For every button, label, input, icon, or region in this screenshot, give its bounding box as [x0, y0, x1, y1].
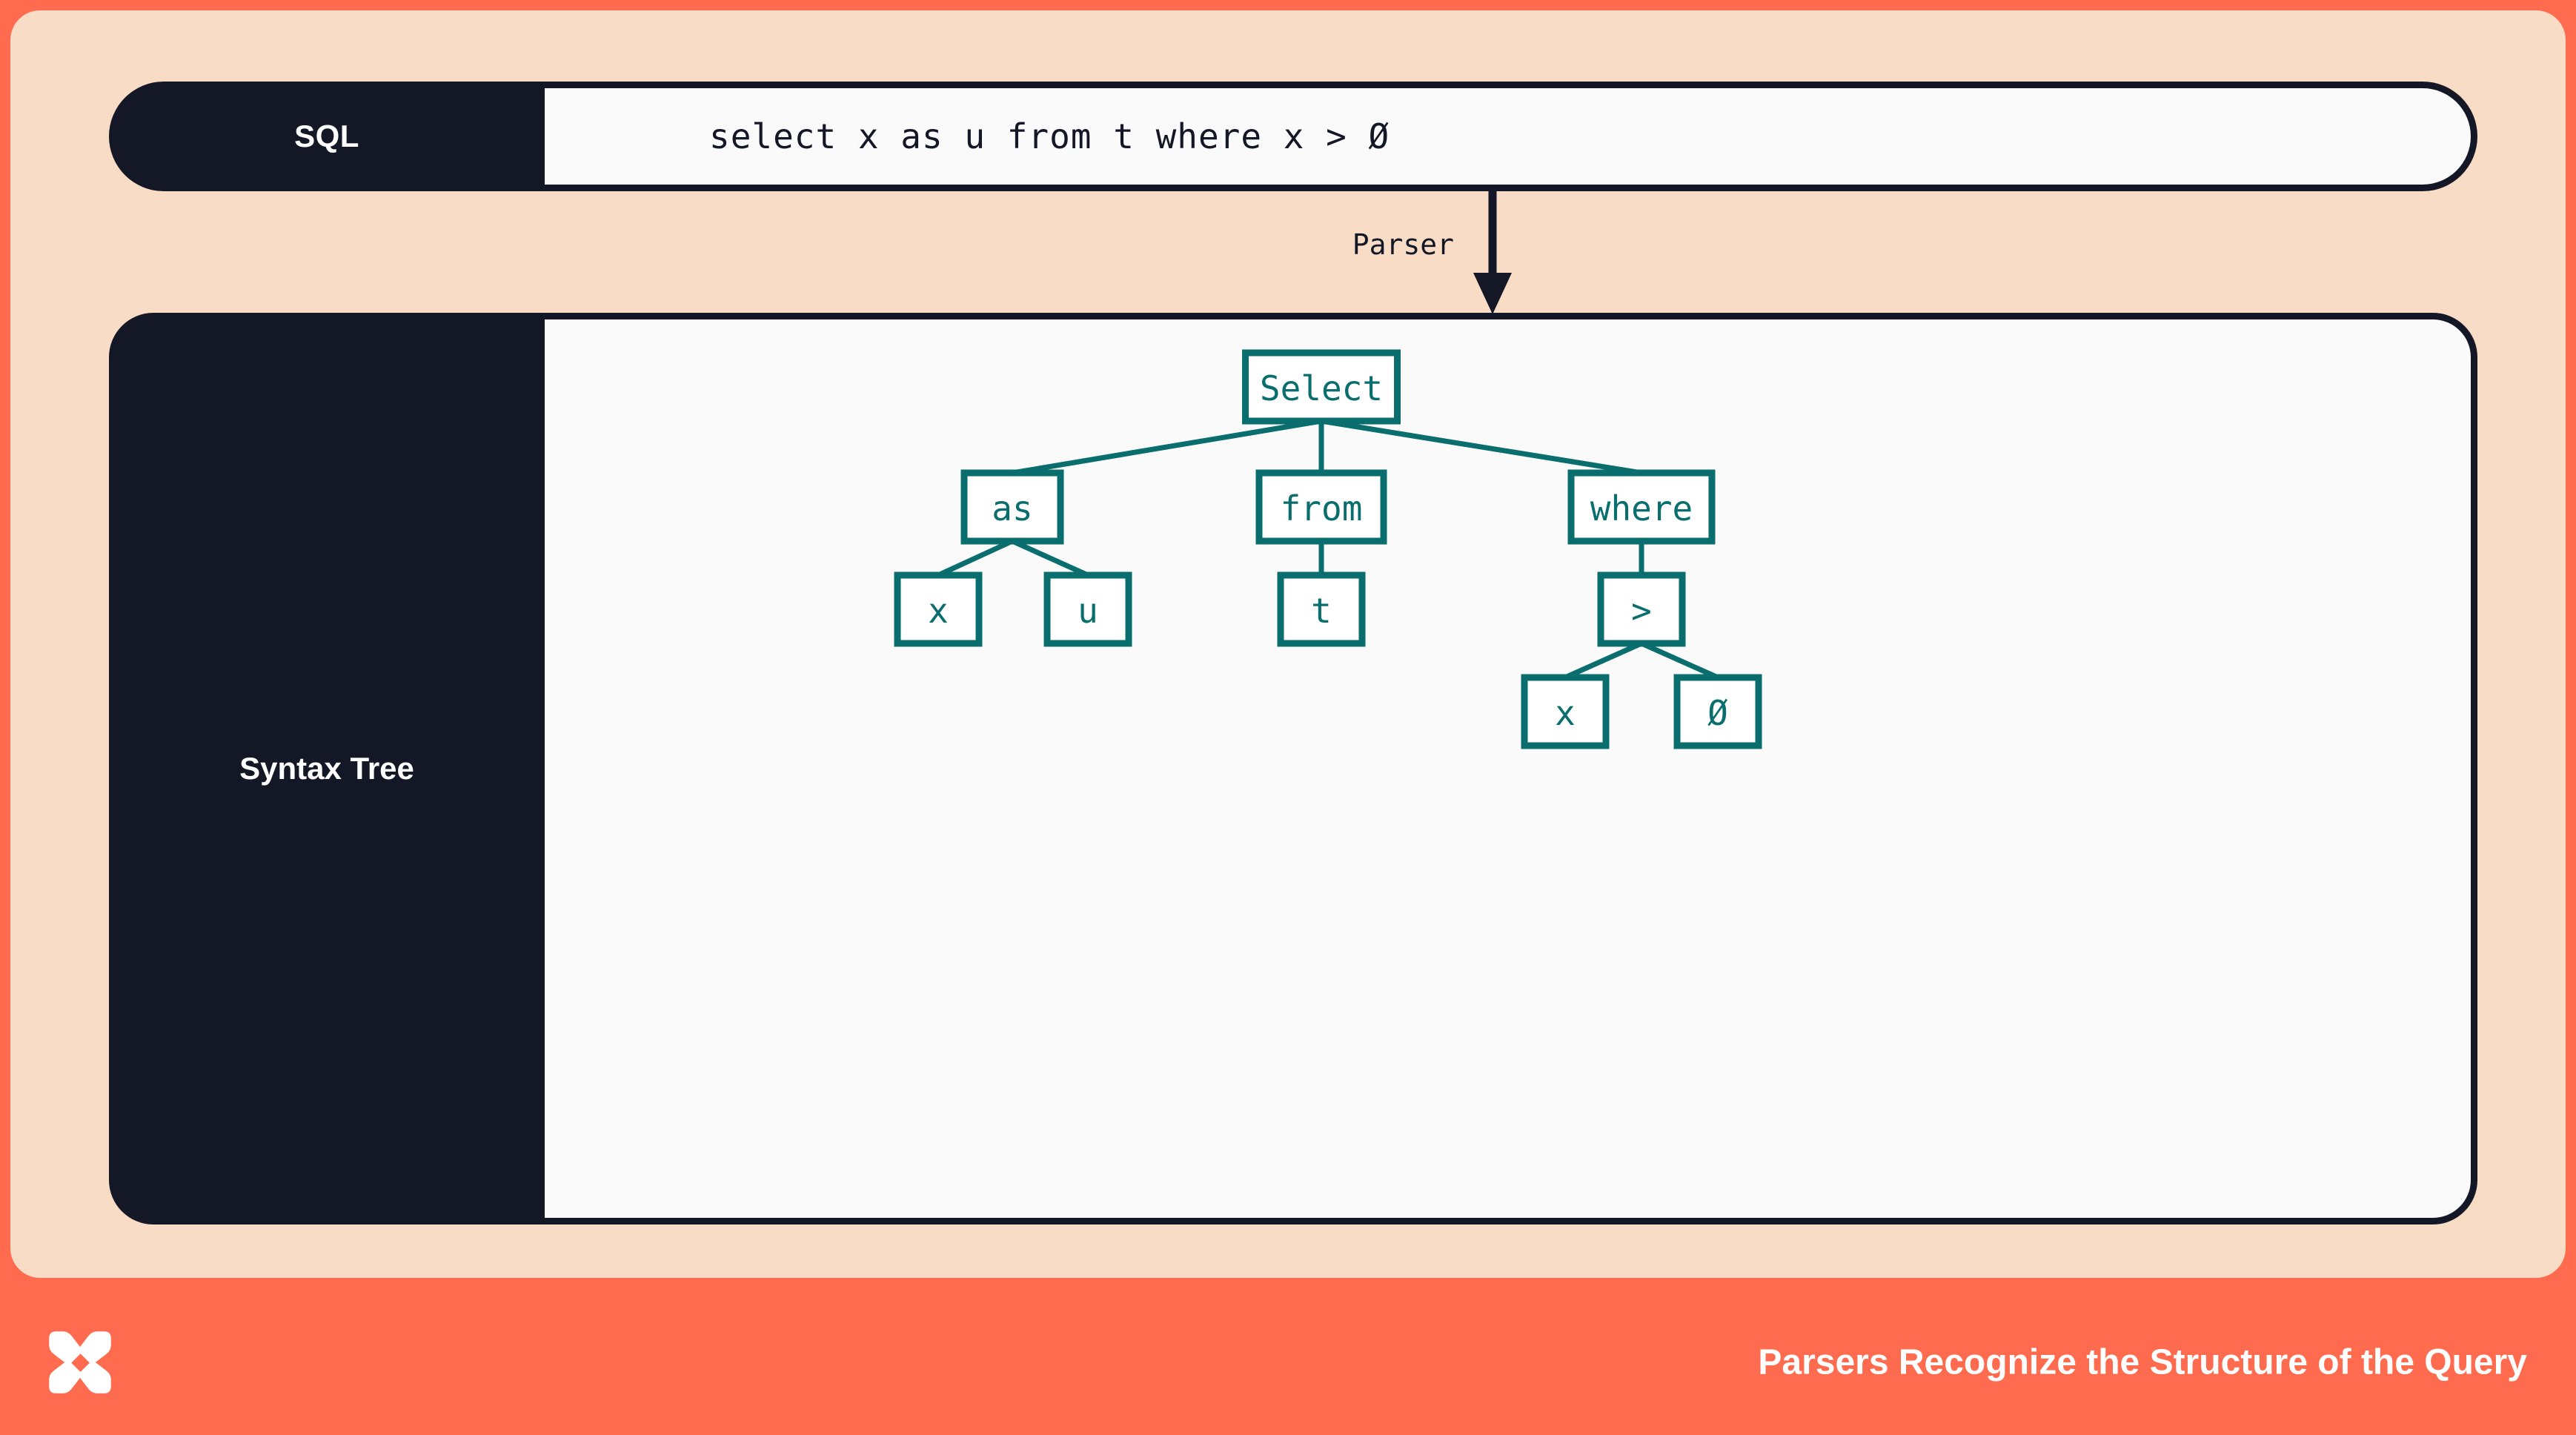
tree-node[interactable]: x	[1521, 674, 1610, 749]
tree-node[interactable]: as	[960, 469, 1064, 545]
sql-label-pill: SQL	[109, 82, 545, 191]
tree-node-box	[894, 571, 983, 647]
tree-edge	[1012, 418, 1322, 476]
tree-edge	[1321, 418, 1642, 476]
tree-edge	[937, 538, 1014, 578]
sql-query-value: select x as u from t where x > Ø	[709, 116, 1390, 156]
parser-transition: Parser	[1300, 191, 1611, 316]
tree-node-box	[1277, 571, 1366, 647]
tree-node[interactable]: x	[894, 571, 983, 647]
tree-node-label: >	[1631, 591, 1652, 631]
tree-node-label: where	[1590, 488, 1693, 528]
sql-input-row: SQL select x as u from t where x > Ø	[109, 82, 2477, 191]
tree-node[interactable]: u	[1043, 571, 1132, 647]
tree-edge	[1640, 640, 1719, 680]
tree-node-label: t	[1311, 591, 1332, 631]
tree-node-box	[1673, 674, 1762, 749]
tree-node-box	[960, 469, 1064, 545]
footer-tagline: Parsers Recognize the Structure of the Q…	[1758, 1342, 2527, 1382]
tree-node-label: x	[1555, 693, 1576, 733]
tree-node-label: Ø	[1707, 693, 1728, 733]
tree-node-label: x	[928, 591, 949, 631]
tree-node[interactable]: >	[1597, 571, 1686, 647]
tree-node-box	[1521, 674, 1610, 749]
content-card: SQL select x as u from t where x > Ø Par…	[10, 10, 2566, 1278]
tree-node-label: Select	[1260, 368, 1383, 408]
star-x-logo	[49, 1331, 111, 1393]
tree-node-label: from	[1281, 488, 1363, 528]
tree-edge-layer	[937, 418, 1719, 680]
down-arrow-icon	[1473, 191, 1512, 314]
tree-node[interactable]: Ø	[1673, 674, 1762, 749]
syntax-tree-label-panel: Syntax Tree	[109, 313, 545, 1224]
sql-label-text: SQL	[294, 119, 359, 153]
tree-node[interactable]: from	[1255, 469, 1387, 545]
tree-edge	[1011, 538, 1089, 578]
footer-bar: Parsers Recognize the Structure of the Q…	[0, 1290, 2576, 1435]
tree-node-label: u	[1078, 591, 1098, 631]
tree-node[interactable]: where	[1567, 469, 1716, 545]
tree-node-box	[1567, 469, 1716, 545]
syntax-tree-label-text: Syntax Tree	[239, 751, 414, 786]
tree-node[interactable]: Select	[1242, 349, 1401, 425]
tree-node-box	[1255, 469, 1387, 545]
sql-query-field[interactable]: select x as u from t where x > Ø	[545, 82, 2477, 191]
tree-node-label: as	[992, 488, 1032, 528]
tree-node-box	[1242, 349, 1401, 425]
parser-label: Parser	[1352, 228, 1454, 261]
tree-edge	[1564, 640, 1643, 680]
tree-node-box	[1597, 571, 1686, 647]
tree-node[interactable]: t	[1277, 571, 1366, 647]
tree-node-box	[1043, 571, 1132, 647]
